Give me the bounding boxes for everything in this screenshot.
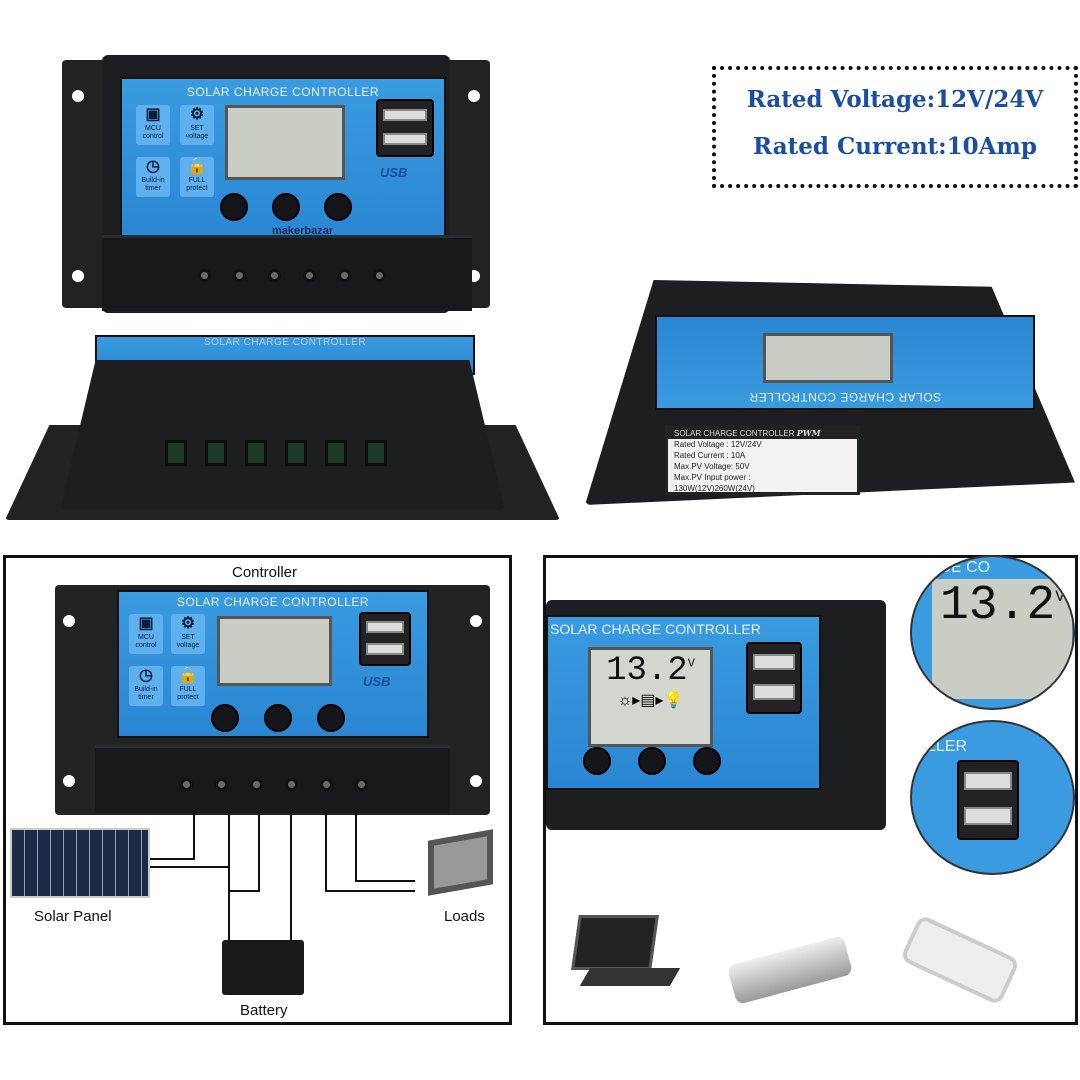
chip-icon: ▣ xyxy=(145,106,161,123)
voltage-reading: 13.2 xyxy=(606,652,688,690)
battery-label: Battery xyxy=(240,1002,288,1019)
controller-angled-view: SOLAR CHARGE CONTROLLER SOLAR CHARGE CON… xyxy=(585,280,1075,505)
display-zoom-inset: RGE CO 13.2V xyxy=(910,555,1075,710)
up-button[interactable] xyxy=(272,193,300,221)
lcd-display: 13.2V ☼▸▤▸💡 xyxy=(588,647,713,747)
lcd-screen xyxy=(225,105,345,180)
flood-light-icon xyxy=(428,829,493,896)
rated-spec-box: Rated Voltage:12V/24V Rated Current:10Am… xyxy=(712,66,1078,188)
down-button[interactable] xyxy=(324,193,352,221)
controller-side-view: SOLAR CHARGE CONTROLLER xyxy=(5,330,560,520)
usb-ports xyxy=(376,99,434,157)
wiring-diagram-frame xyxy=(3,555,512,1025)
gear-icon: ⚙ xyxy=(189,106,205,123)
lock-icon: 🔒 xyxy=(187,158,207,175)
rated-current: Rated Current:10Amp xyxy=(753,133,1037,160)
loads-label: Loads xyxy=(444,908,485,925)
rated-voltage: Rated Voltage:12V/24V xyxy=(746,86,1044,113)
panel-title: SOLAR CHARGE CONTROLLER xyxy=(186,85,380,99)
solar-panel-image xyxy=(10,828,150,898)
clock-icon: ◷ xyxy=(146,158,160,175)
menu-button[interactable] xyxy=(220,193,248,221)
laptop-image xyxy=(571,915,659,970)
usb-features-frame xyxy=(543,555,1078,1025)
spec-sticker: SOLAR CHARGE CONTROLLER PWM Rated Voltag… xyxy=(665,425,860,495)
usb-zoom-inset: LLER xyxy=(910,720,1075,875)
solar-panel-label: Solar Panel xyxy=(34,908,112,925)
brand-logo: makerbazar xyxy=(272,225,334,237)
battery-image xyxy=(222,940,304,995)
usb-label: USB xyxy=(380,165,408,180)
controller-label: Controller xyxy=(232,564,298,581)
